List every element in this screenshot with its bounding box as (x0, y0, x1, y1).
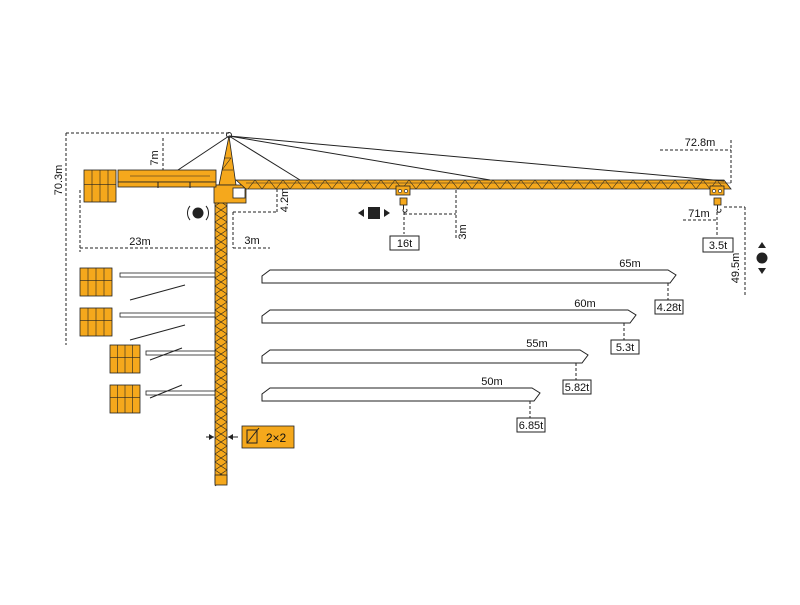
dimension-tip-radius: 71m (683, 208, 718, 236)
tie-rods (174, 135, 725, 182)
tip-load-label: 3.5t (709, 240, 727, 252)
mast-section: 2×2 (206, 425, 295, 449)
cab-height-label: 7m (149, 150, 161, 165)
offset-label: 3m (244, 235, 259, 247)
max-span-label: 72.8m (685, 137, 716, 149)
slewing-icon (186, 205, 210, 221)
jib-tip-load-label: 5.3t (616, 342, 634, 354)
counterweight-variant (109, 384, 216, 414)
dimension-max-span: 72.8m (660, 137, 732, 185)
tip-radius-label: 71m (688, 208, 709, 220)
slewing-unit (213, 184, 247, 204)
counterweight-variants (79, 267, 216, 414)
counter-jib-length-label: 23m (129, 236, 150, 248)
load-box-max: 16t (389, 235, 420, 251)
dimension-cab-height: 7m (149, 138, 164, 170)
jib-tip-load-label: 4.28t (657, 302, 681, 314)
jib-option: 55m 5.82t (261, 338, 592, 395)
dimension-jib-height: 4.2m (233, 188, 291, 213)
dimension-counter-jib: 23m (79, 190, 216, 252)
jib-option: 65m 4.28t (261, 258, 684, 315)
jib-tip-load-label: 6.85t (519, 420, 543, 432)
jib-length-label: 65m (619, 258, 640, 270)
trolley-hook-near (395, 185, 411, 213)
hoist-icon (756, 242, 768, 274)
counterweight-variant (109, 344, 216, 374)
counterweight (83, 169, 117, 203)
counterweight-variant (79, 267, 216, 301)
tower-mast (214, 184, 228, 487)
jib-length-label: 60m (574, 298, 595, 310)
dimension-offset: 3m (232, 212, 270, 249)
near-hook-drop-label: 3m (457, 224, 469, 239)
jib-option: 50m 6.85t (261, 376, 546, 433)
max-load-label: 16t (397, 238, 412, 250)
main-jib (234, 179, 732, 190)
total-height-label: 70.3m (53, 165, 65, 196)
jib-tip-load-label: 5.82t (565, 382, 589, 394)
counterweight-variant (79, 307, 216, 341)
mast-section-icon (246, 427, 260, 444)
jib-option: 60m 5.3t (261, 298, 640, 355)
trolley-hook-tip (709, 185, 725, 213)
dimension-near-hook: 3m (403, 190, 469, 240)
hook-height-label: 49.5m (730, 253, 742, 284)
counter-jib (117, 169, 217, 188)
dimension-total-height: 70.3m (53, 132, 229, 345)
jib-length-label: 50m (481, 376, 502, 388)
load-box-tip: 3.5t (702, 237, 734, 253)
trolley-travel-icon (358, 207, 390, 219)
jib-options: 65m 4.28t 60m 5.3t 55m 5.82t 50m 6.85t (261, 258, 684, 433)
dimension-hook-height: 49.5m (724, 206, 746, 296)
mast-section-label: 2×2 (266, 431, 287, 445)
jib-length-label: 55m (526, 338, 547, 350)
jib-height-label: 4.2m (279, 188, 291, 212)
